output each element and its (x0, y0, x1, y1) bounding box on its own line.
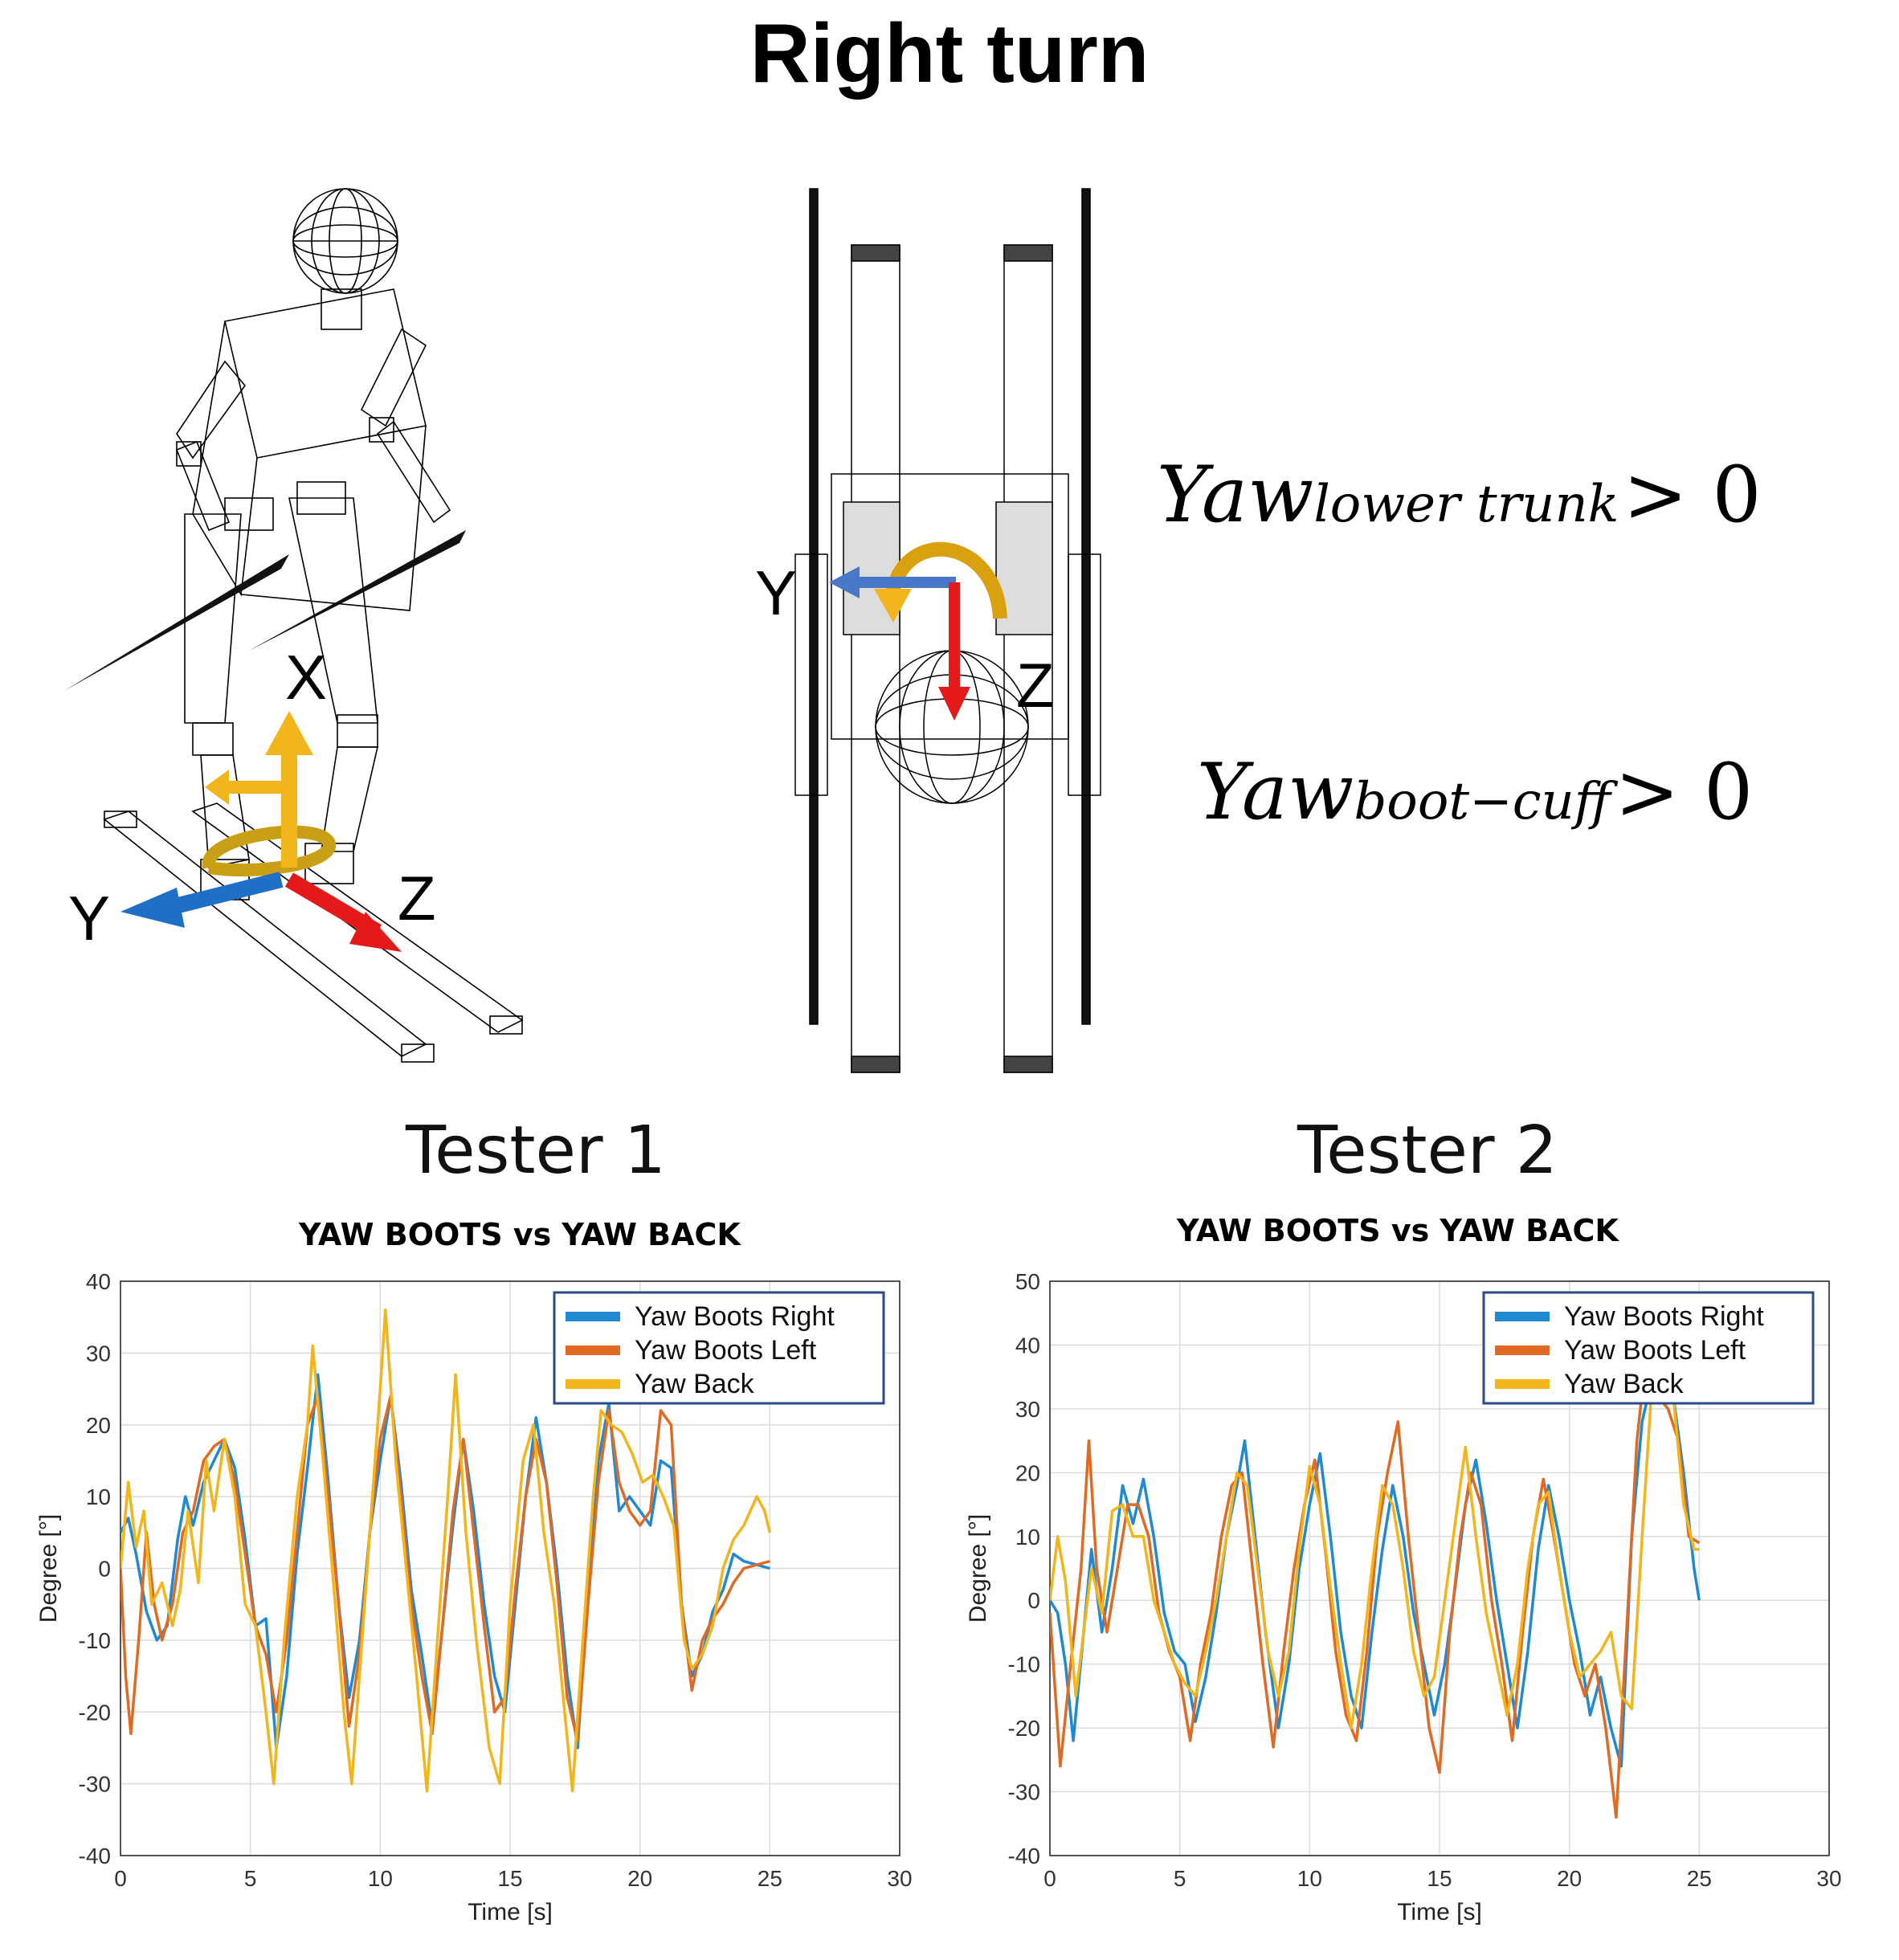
x-tick-label: 25 (1687, 1866, 1712, 1891)
series-line-2 (120, 1309, 772, 1793)
x-tick-label: 10 (368, 1866, 393, 1891)
y-tick-label: 40 (1015, 1333, 1040, 1358)
y-tick-label: -10 (79, 1628, 111, 1653)
y-tick-label: -30 (1008, 1780, 1040, 1805)
y-tick-label: -20 (1008, 1716, 1040, 1741)
x-axis-label: Time [s] (1397, 1899, 1482, 1925)
y-tick-label: -30 (79, 1772, 111, 1797)
y-tick-label: 50 (1015, 1269, 1040, 1294)
legend-label-2: Yaw Back (1564, 1369, 1685, 1399)
y-tick-label: 10 (1015, 1525, 1040, 1550)
y-tick-label: 40 (86, 1269, 111, 1294)
chart1-title: YAW BOOTS vs YAW BACK (299, 1217, 741, 1252)
series-line-0 (1050, 1375, 1701, 1768)
y-tick-label: 0 (98, 1557, 111, 1582)
series-line-1 (120, 1394, 770, 1742)
page-title: Right turn (749, 7, 1150, 100)
x-tick-label: 30 (1816, 1866, 1841, 1891)
y-tick-label: 0 (1027, 1588, 1040, 1613)
series-line-2 (1050, 1356, 1700, 1729)
chart-tester-2: 0 5 10 15 20 25 30 -40 -30 -20 -10 0 10 20 30 40 50Time … (965, 1269, 1842, 1925)
chart2-title: YAW BOOTS vs YAW BACK (1177, 1213, 1619, 1248)
y-tick-label: 10 (86, 1484, 111, 1509)
formula-lower-trunk: Yawlower trunk > 0 (1157, 450, 1762, 540)
skier-side-view: X Y Z (64, 188, 524, 1063)
x-tick-label: 0 (1043, 1866, 1056, 1891)
y-axis-label: Degree [°] (35, 1514, 62, 1623)
y-tick-label: -40 (1008, 1844, 1040, 1868)
side-x-label: X (285, 642, 327, 713)
x-tick-label: 30 (887, 1866, 912, 1891)
x-tick-label: 5 (244, 1866, 257, 1891)
x-tick-label: 5 (1174, 1866, 1186, 1891)
top-z-label: Z (1016, 650, 1055, 721)
y-tick-label: 30 (86, 1341, 111, 1366)
tester-1-label: Tester 1 (406, 1113, 666, 1189)
series-line-1 (1050, 1343, 1701, 1819)
x-tick-label: 25 (758, 1866, 782, 1891)
y-tick-label: 30 (1015, 1397, 1040, 1422)
y-tick-label: -40 (79, 1844, 111, 1868)
x-tick-label: 20 (627, 1866, 652, 1891)
side-z-label: Z (398, 863, 436, 933)
y-axis-label: Degree [°] (965, 1514, 991, 1623)
legend-label-1: Yaw Boots Left (635, 1335, 817, 1366)
x-tick-label: 15 (497, 1866, 522, 1891)
x-tick-label: 20 (1557, 1866, 1582, 1891)
side-y-label: Y (68, 883, 110, 953)
legend-label-0: Yaw Boots Right (1564, 1301, 1764, 1332)
y-tick-label: 20 (86, 1413, 111, 1438)
legend-label-0: Yaw Boots Right (635, 1301, 835, 1332)
side-y-arrow (166, 872, 284, 916)
tester-2-label: Tester 2 (1297, 1113, 1558, 1189)
legend-label-2: Yaw Back (635, 1369, 755, 1399)
top-y-label: Y (755, 557, 797, 628)
y-tick-label: 20 (1015, 1460, 1040, 1485)
y-tick-label: -10 (1008, 1652, 1040, 1677)
skier-top-view: Y Z (755, 188, 1101, 1073)
x-axis-label: Time [s] (468, 1899, 553, 1925)
x-tick-label: 10 (1297, 1866, 1322, 1891)
plot-frame (1049, 1280, 1830, 1856)
formula-boot-cuff: Yawboot−cuff > 0 (1197, 747, 1754, 837)
x-tick-label: 15 (1427, 1866, 1452, 1891)
y-tick-label: -20 (79, 1700, 111, 1725)
legend-label-1: Yaw Boots Left (1564, 1335, 1746, 1366)
x-tick-label: 0 (114, 1866, 127, 1891)
